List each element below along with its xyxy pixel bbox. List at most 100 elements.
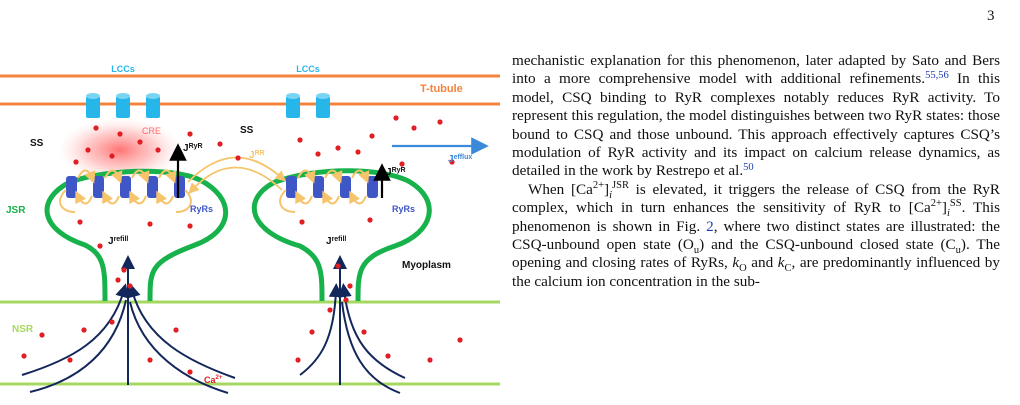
jrefill-label-left: Jrefill — [108, 236, 128, 247]
p2-sub-4: u — [955, 245, 961, 257]
ryr-coupling-arrows-left — [59, 169, 192, 213]
calcium-ion-dot — [109, 153, 115, 159]
jefflux-sub: efflux — [454, 154, 473, 161]
lcc-channel — [116, 93, 130, 118]
calcium-ion-dot — [39, 332, 45, 338]
p2-sub-3: u — [693, 245, 700, 257]
ryr-block — [66, 176, 77, 198]
jrefill-left-sub: refill — [114, 236, 129, 243]
calcium-ion-dot — [81, 327, 87, 333]
ryr-block — [286, 176, 297, 198]
p2-sub-2: i — [946, 208, 950, 220]
p1-text-b: In this model, CSQ binding to RyR comple… — [512, 70, 1000, 180]
calcium-ion-dot — [385, 353, 391, 359]
lcc-label-left: LCCs — [111, 64, 135, 74]
lcc-channel — [86, 93, 100, 118]
calcium-ion-dot — [121, 267, 127, 273]
p2-sup-2: JSR — [612, 179, 629, 191]
p2-k-open: k — [732, 254, 740, 272]
calcium-ion-dot — [73, 159, 79, 165]
p2-sub-6: C — [784, 263, 792, 275]
ryrs-label-right: RyRs — [392, 204, 415, 214]
ryr-group-right — [286, 176, 378, 198]
jrr-label: JRR — [249, 150, 265, 161]
calcium-ion-dot — [93, 125, 99, 131]
calcium-ion-dot — [343, 297, 349, 303]
citation-55-56[interactable]: 55,56 — [925, 70, 949, 82]
ryrs-label-left: RyRs — [190, 204, 213, 214]
p2-text-d: ] — [941, 199, 947, 217]
page-number: 3 — [987, 8, 995, 24]
lcc-group-left — [86, 93, 160, 118]
lcc-channel — [146, 93, 160, 118]
calcium-ion-dot — [427, 357, 433, 363]
p2-text-h: ). The opening and closing rates of RyRs… — [512, 236, 1001, 272]
p2-text-f: , where two distinct states are illustra… — [512, 217, 1000, 254]
jsr-label: JSR — [6, 205, 26, 216]
p2-sub-1: i — [609, 189, 613, 201]
p2-text-j: , are predominantly influenced by the ca… — [512, 254, 1000, 290]
p2-text-g: ) and the CSQ-unbound closed state (C — [699, 236, 956, 254]
jsr-membrane-right — [251, 168, 432, 302]
calcium-handling-diagram: LCCs LCCs T-tubule SS SS CRE JRyR JRR JR… — [0, 64, 500, 394]
calcium-ion-dot — [335, 145, 341, 151]
refill-arrows-left — [21, 255, 236, 394]
calcium-ion-dot — [327, 307, 333, 313]
calcium-ion-dot — [97, 243, 103, 249]
calcium-ion-dot — [137, 139, 143, 145]
lcc-channel — [286, 93, 300, 118]
figure-reference-2[interactable]: 2 — [706, 217, 714, 235]
calcium-ion-dot — [67, 357, 73, 363]
calcium-ion-dot — [21, 353, 27, 359]
calcium-ion-dot — [235, 155, 241, 161]
jrefill-right-main: J — [326, 236, 332, 247]
jrefill-label-right: Jrefill — [326, 236, 346, 247]
p2-sub-5: O — [739, 263, 747, 275]
p2-text-c: is elevated, it triggers the release of … — [512, 180, 1000, 217]
ca-main: Ca — [204, 375, 216, 385]
lcc-channel — [316, 93, 330, 118]
jrr-coupling-arrows — [187, 156, 287, 194]
calcium-ion-dot — [217, 141, 223, 147]
p2-sup-4: SS — [949, 198, 962, 210]
lcc-label-right: LCCs — [296, 64, 320, 74]
calcium-ion-dot — [115, 277, 121, 283]
jryr-label-right: JRyR — [386, 167, 406, 178]
p2-text-e: . This phenomenon is shown in Fig. — [512, 199, 1000, 235]
calcium-ion-dot — [457, 337, 463, 343]
jrr-main: J — [249, 150, 255, 161]
calcium-ion-dot — [187, 223, 193, 229]
calcium-ion-dot — [315, 151, 321, 157]
ss-label-right: SS — [240, 125, 254, 136]
nsr-label: NSR — [12, 324, 34, 335]
p1-text-a: mechanistic explanation for this phenome… — [512, 52, 1000, 88]
jryr2-sub: RyR — [392, 167, 406, 174]
calcium-ions — [21, 115, 463, 375]
p2-text-i: and — [746, 254, 778, 272]
ryr-group-left — [66, 176, 185, 198]
jryr-sub: RyR — [189, 143, 203, 150]
myoplasm-label: Myoplasm — [402, 260, 451, 271]
ryr-block — [120, 176, 131, 198]
cre-glow — [58, 118, 182, 182]
jryr2-main: J — [386, 167, 392, 178]
ryr-block — [93, 176, 104, 198]
ryr-coupling-arrows-right — [279, 169, 370, 213]
cre-label: CRE — [142, 126, 161, 136]
calcium-ion-dot — [85, 147, 91, 153]
refill-arrows-right — [299, 255, 406, 394]
p2-sup-3: 2+ — [930, 198, 942, 210]
calcium-ion-dot — [449, 159, 455, 165]
jryr-main: J — [183, 143, 189, 154]
calcium-ion-dot — [77, 219, 83, 225]
ryr-block — [174, 176, 185, 198]
calcium-ion-dot — [109, 319, 115, 325]
p2-text-a: When [Ca — [528, 180, 593, 198]
paragraph-1: mechanistic explanation for this phenome… — [512, 52, 1000, 181]
calcium-ion-dot — [297, 137, 303, 143]
citation-50[interactable]: 50 — [743, 162, 754, 174]
calcium-ion-dot — [147, 221, 153, 227]
body-text: mechanistic explanation for this phenome… — [512, 52, 1000, 291]
calcium-ion-dot — [399, 161, 405, 167]
calcium-ion-dot — [309, 329, 315, 335]
